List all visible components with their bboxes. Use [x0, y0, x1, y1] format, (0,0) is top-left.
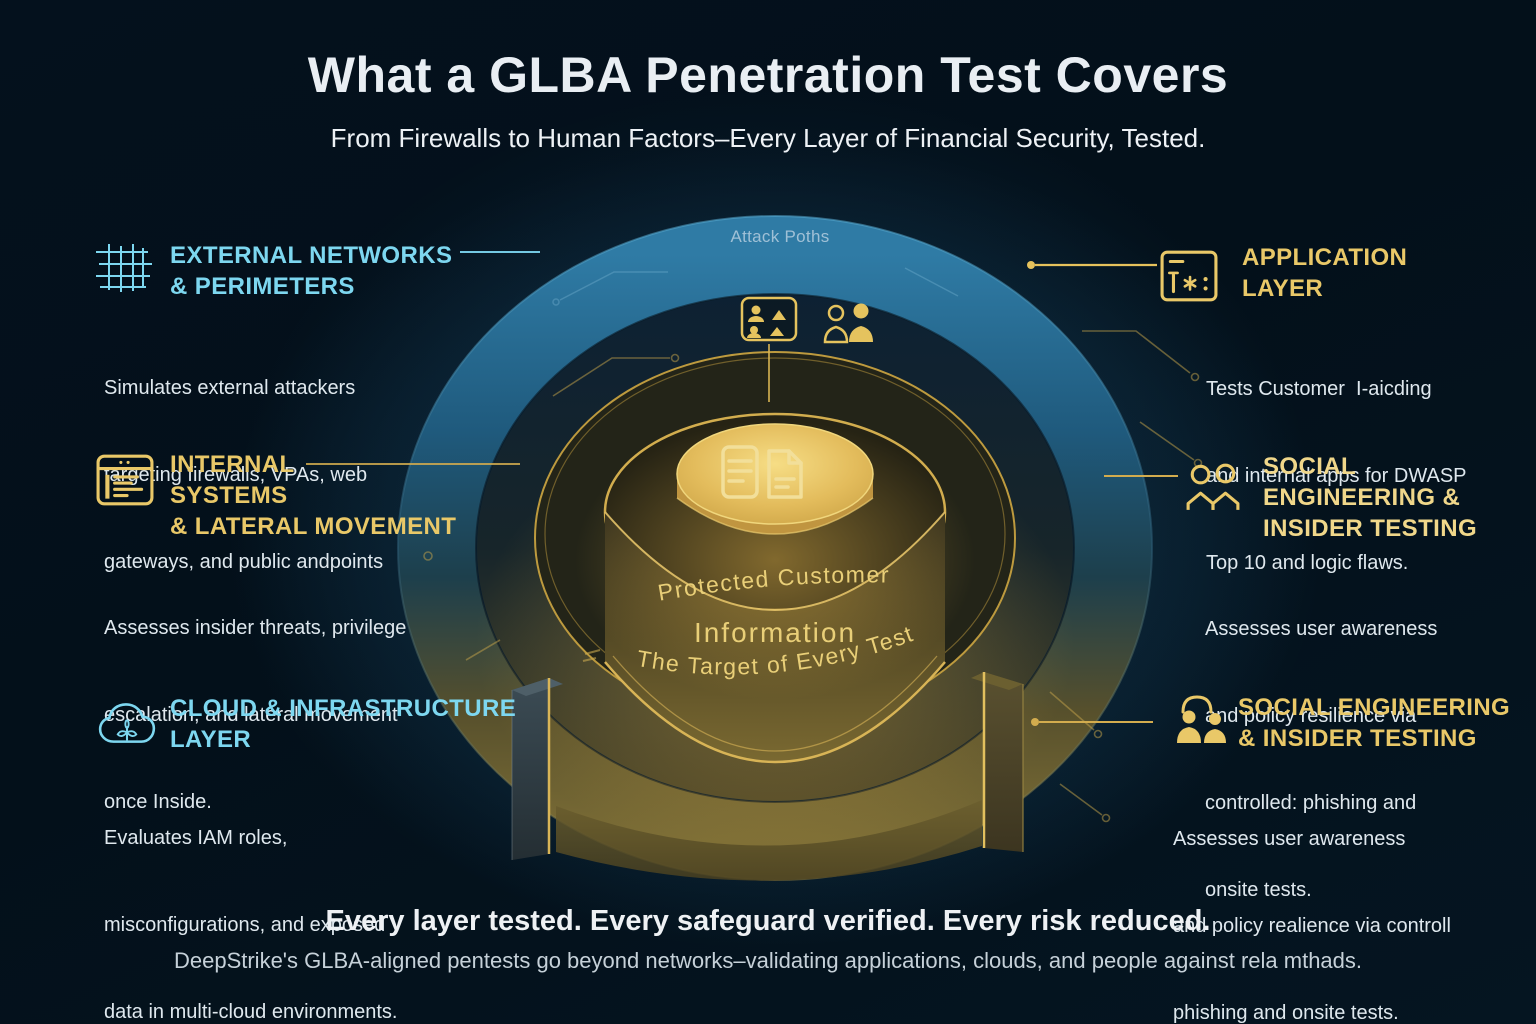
- heading-line: INSIDER TESTING: [1263, 515, 1478, 542]
- heading-line: APPLICATION: [1242, 244, 1408, 271]
- connector-social-engineering-2: [1031, 718, 1153, 726]
- section-application-layer: APPLICATION LAYER Tests Customer I-aicdi…: [1160, 238, 1520, 636]
- body-line: and policy resilience via: [1205, 705, 1417, 727]
- body-line: Assesses user awareness: [1205, 618, 1438, 640]
- section-social-engineering: SOCIAL ENGINEERING & INSIDER TESTING Ass…: [1183, 444, 1533, 963]
- heading-line: SYSTEMS: [170, 482, 288, 509]
- body-line: Tests Customer I-aicding: [1206, 378, 1432, 400]
- window-list-icon: [96, 454, 154, 511]
- connector-application-layer: [1027, 261, 1157, 269]
- body-line: gateways, and public andpoints: [104, 551, 384, 573]
- section-body: Assesses user awareness and policy resil…: [1205, 557, 1533, 963]
- footer-tagline: Every layer tested. Every safeguard veri…: [325, 905, 1211, 937]
- people-outline-icon: [1185, 462, 1241, 517]
- attack-paths-label: Attack Poths: [730, 227, 830, 246]
- section-body: Simulates external attackers targeting f…: [104, 316, 556, 635]
- section-cloud-infrastructure: CLOUD & INFRASTRUCTURE LAYER Evaluates I…: [96, 688, 576, 1024]
- core-disc: [676, 423, 874, 535]
- circuit-traces-gold: [423, 330, 1203, 823]
- section-body: Evaluates IAM roles, misconfigurations, …: [104, 766, 576, 1024]
- section-external-networks: EXTERNAL NETWORKS & PERIMETERS Simulates…: [96, 236, 556, 635]
- page-title: What a GLBA Penetration Test Covers: [307, 47, 1229, 103]
- section-heading: CLOUD & INFRASTRUCTURE LAYER: [170, 693, 576, 755]
- heading-line: & LATERAL MOVEMENT: [170, 513, 457, 540]
- heading-line: & INSIDER TESTING: [1238, 725, 1477, 752]
- footer-note: DeepStrike's GLBA-aligned pentests go be…: [173, 948, 1363, 973]
- heading-line: & PERIMETERS: [170, 273, 355, 300]
- body-line: controlled: phishing and: [1205, 792, 1417, 814]
- bowl-floor: [556, 800, 982, 881]
- section-heading: EXTERNAL NETWORKS & PERIMETERS: [170, 240, 556, 302]
- body-line: Assesses insider threats, privilege: [104, 617, 407, 639]
- attack-people-icon: [823, 303, 873, 344]
- cutaway-left-column: [511, 678, 563, 860]
- section-body: Tests Customer I-aicding and internal ap…: [1206, 317, 1520, 636]
- attack-badge-icon: [740, 296, 798, 342]
- body-line: onsite tests.: [1205, 879, 1312, 901]
- body-line: phishing and onsite tests.: [1173, 1002, 1399, 1024]
- section-heading: SOCIAL ENGINEERING & INSIDER TESTING: [1238, 692, 1533, 754]
- section-body: Assesses insider threats, privilege esca…: [104, 556, 576, 875]
- circuit-traces-blue: [552, 267, 959, 306]
- section-internal-systems: INTERNAL SYSTEMS & LATERAL MOVEMENT Asse…: [96, 444, 576, 875]
- core-line-middle: Information: [694, 617, 856, 648]
- section-heading: SOCIAL ENGINEERING & INSIDER TESTING: [1263, 451, 1533, 544]
- body-line: Simulates external attackers: [104, 377, 356, 399]
- heading-line: SOCIAL: [1263, 453, 1357, 480]
- cloud-icon: [96, 696, 158, 753]
- heading-line: INTERNAL: [170, 451, 295, 478]
- body-line: data in multi-cloud environments.: [104, 1001, 398, 1023]
- heading-line: EXTERNAL NETWORKS: [170, 242, 453, 269]
- heading-line: LAYER: [1242, 275, 1324, 302]
- heading-line: ENGINEERING &: [1263, 484, 1461, 511]
- window-code-icon: [1160, 250, 1218, 307]
- section-heading: APPLICATION LAYER: [1242, 242, 1520, 304]
- body-line: Top 10 and logic flaws.: [1206, 552, 1409, 574]
- section-heading: INTERNAL SYSTEMS & LATERAL MOVEMENT: [170, 449, 576, 542]
- grid-icon: [96, 244, 152, 297]
- body-line: misconfigurations, and exposed: [104, 914, 386, 936]
- section-body: Assesses user awareness and policy reali…: [1173, 767, 1533, 1024]
- section-social-engineering-2: SOCIAL ENGINEERING & INSIDER TESTING Ass…: [1173, 684, 1533, 1024]
- document-icons: [721, 445, 803, 499]
- body-line: Evaluates IAM roles,: [104, 827, 288, 849]
- heading-line: LAYER: [170, 726, 252, 753]
- heading-line: CLOUD & INFRASTRUCTURE: [170, 695, 517, 722]
- people-filled-icon: [1175, 692, 1229, 751]
- cutaway-right-column: [971, 672, 1024, 852]
- page-subtitle: From Firewalls to Human Factors–Every La…: [330, 123, 1206, 153]
- body-line: Assesses user awareness: [1173, 828, 1406, 850]
- body-line: and internal apps for DWASP: [1206, 465, 1467, 487]
- body-line: once Inside.: [104, 791, 212, 813]
- body-line: targeting firewalls, VPAs, web: [104, 464, 368, 486]
- heading-line: SOCIAL ENGINEERING: [1238, 694, 1511, 721]
- body-line: and policy realience via controll: [1173, 915, 1451, 937]
